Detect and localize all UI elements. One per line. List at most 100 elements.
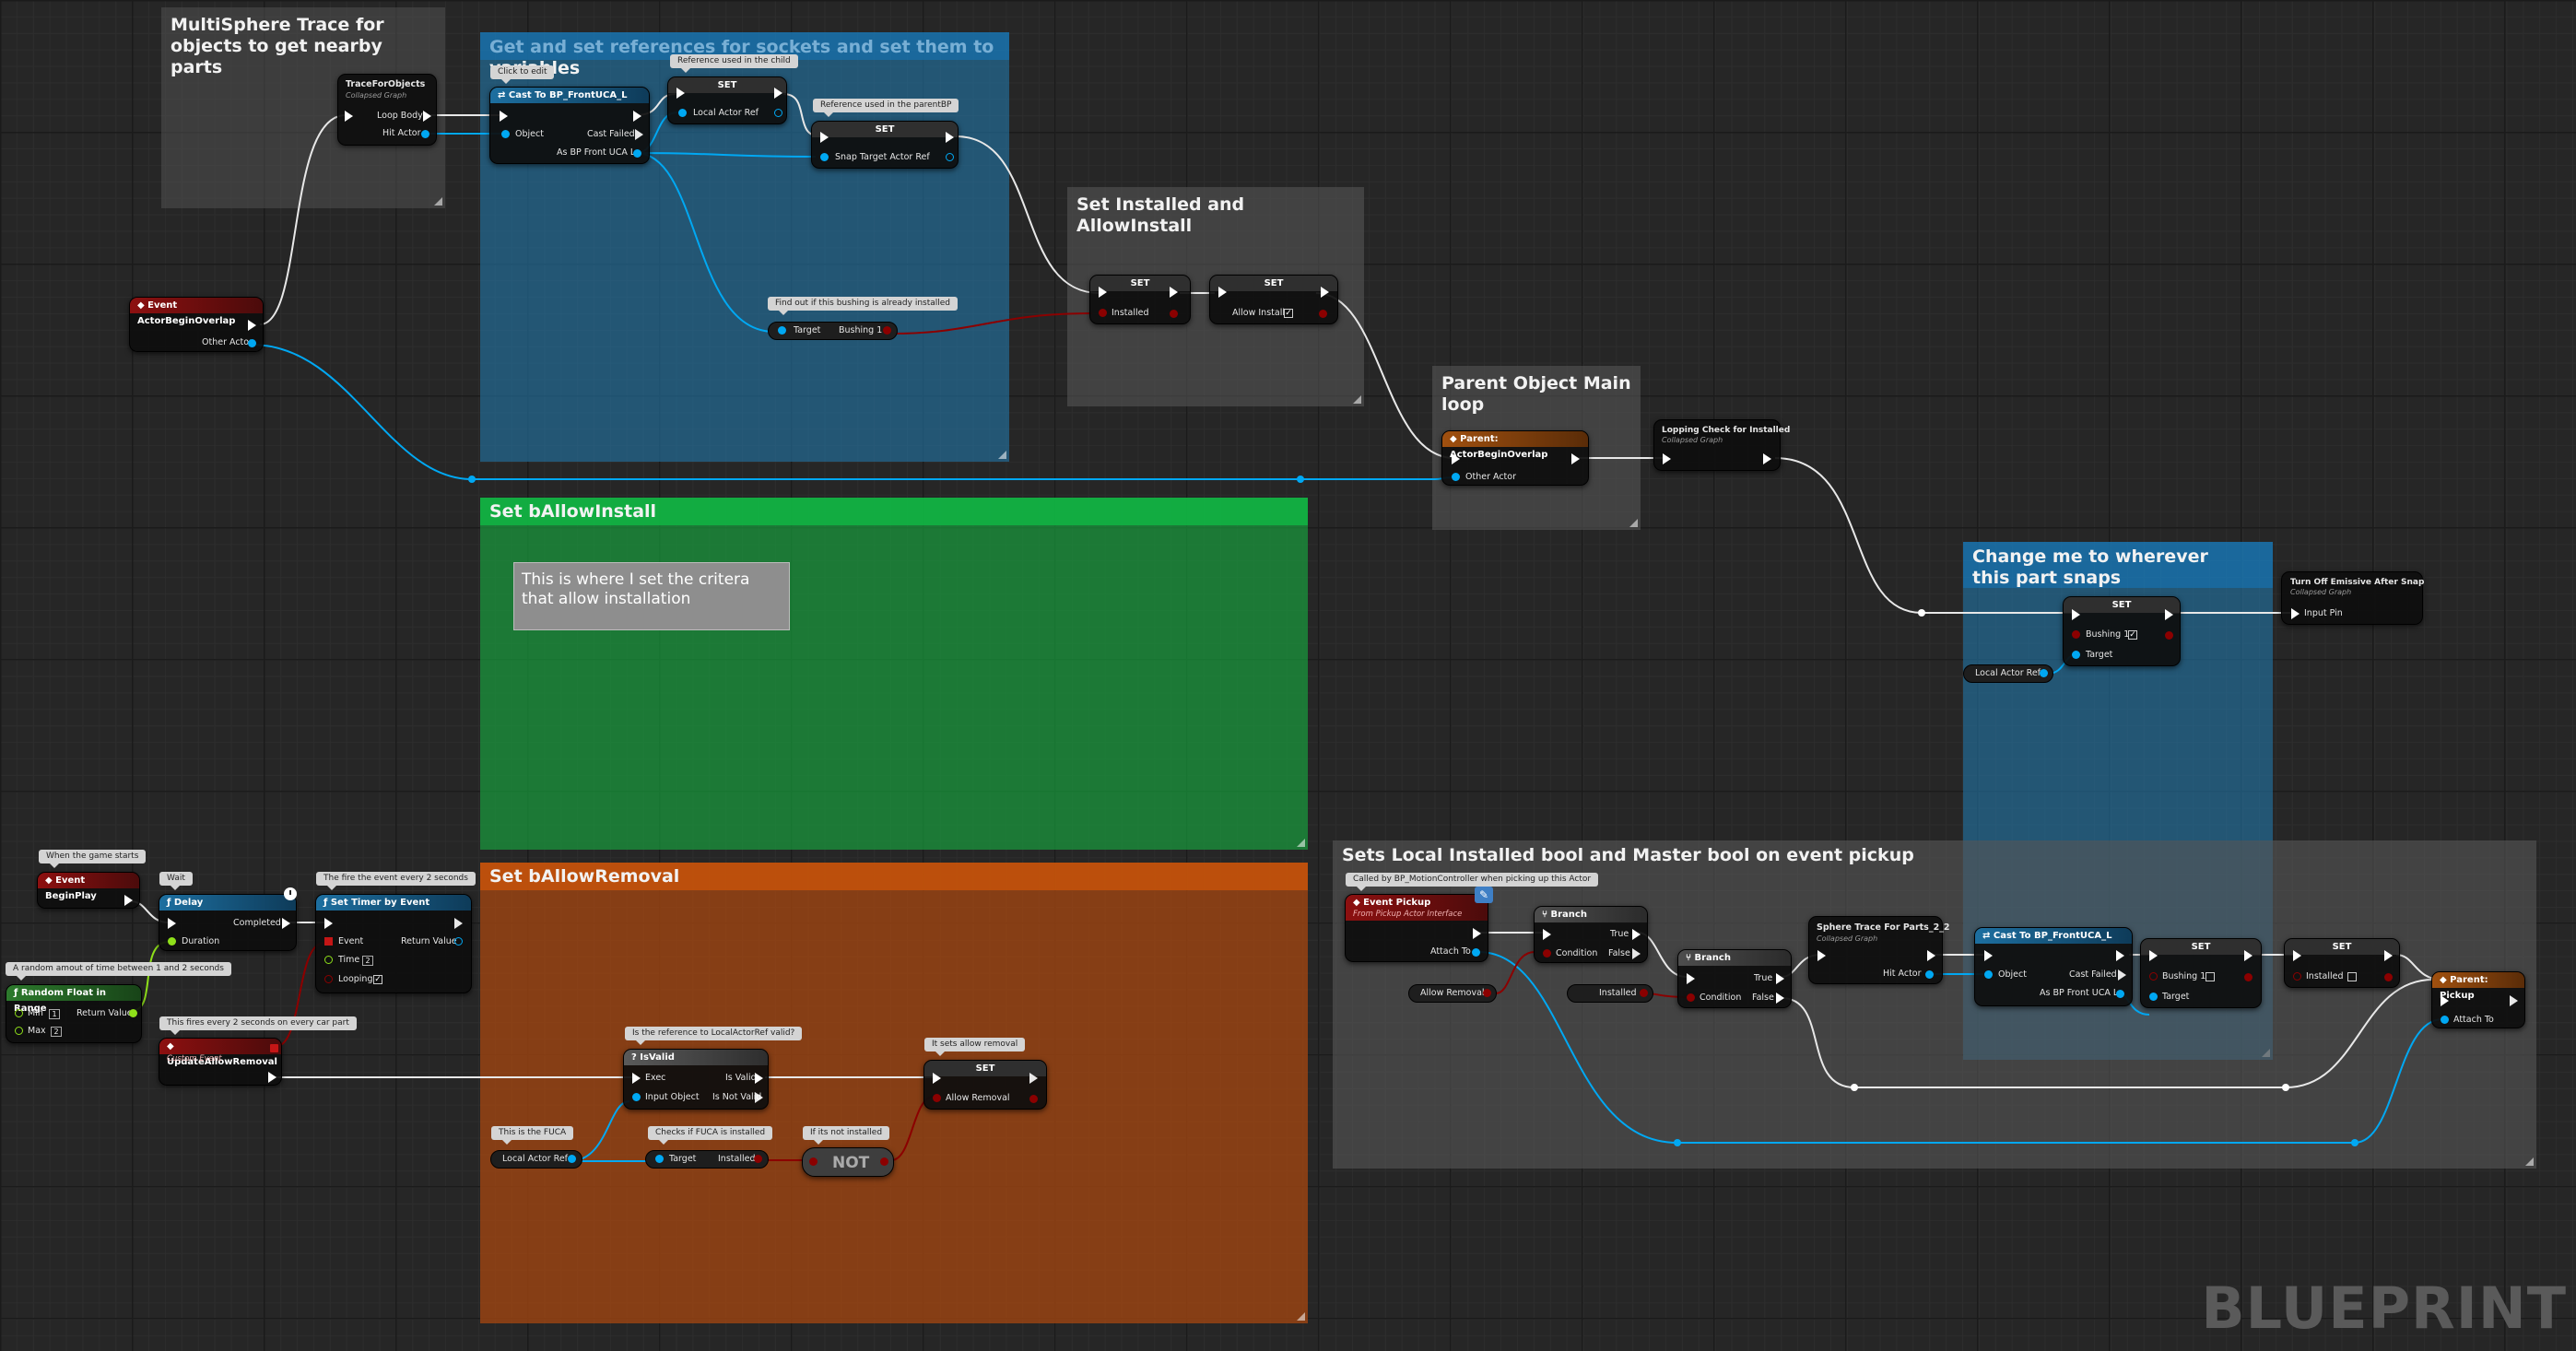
false-exec-pin[interactable]	[1776, 993, 1784, 1004]
resize-grip-icon[interactable]	[1297, 839, 1305, 847]
snap-target-pin[interactable]	[820, 153, 829, 161]
comment-bubble-if-not-installed[interactable]: If its not installed	[803, 1126, 890, 1145]
installed-out-pin[interactable]	[754, 1155, 762, 1163]
local-actor-ref-out-pin[interactable]	[568, 1155, 576, 1163]
exec-out-pin[interactable]	[124, 895, 133, 906]
resize-grip-icon[interactable]	[2525, 1157, 2534, 1166]
node-looping-check-installed[interactable]: Lopping Check for Installed Collapsed Gr…	[1653, 419, 1790, 471]
true-exec-pin[interactable]	[1776, 973, 1784, 984]
node-set-bushing-1[interactable]: SET Bushing 1 ✓ Target	[2063, 596, 2181, 666]
installed-out-pin[interactable]	[1170, 310, 1178, 318]
exec-out-pin[interactable]	[1029, 1073, 1038, 1084]
comment-bubble-ref-parent[interactable]: Reference used in the parentBP	[813, 99, 959, 117]
is-valid-exec-pin[interactable]	[755, 1073, 763, 1084]
node-set-snap-target-actor-ref[interactable]: SET Snap Target Actor Ref	[811, 121, 959, 169]
exec-in-pin[interactable]	[933, 1073, 941, 1084]
node-not-boolean[interactable]: NOT	[802, 1147, 894, 1177]
exec-in-pin[interactable]	[1099, 287, 1107, 298]
allow-removal-out-pin[interactable]	[1483, 989, 1491, 997]
object-pin[interactable]	[1984, 970, 1993, 979]
min-pin[interactable]	[15, 1009, 23, 1017]
comment-bubble-sets-allow-removal[interactable]: It sets allow removal	[924, 1038, 1026, 1056]
comment-pickup[interactable]: Sets Local Installed bool and Master boo…	[1333, 840, 2536, 1169]
loop-body-exec-pin[interactable]	[423, 111, 431, 122]
allow-removal-out-pin[interactable]	[1029, 1095, 1038, 1103]
target-pin[interactable]	[2072, 651, 2080, 659]
exec-out-pin[interactable]	[2116, 950, 2124, 961]
node-update-allow-removal[interactable]: ◆ UpdateAllowRemoval Custom Event	[159, 1038, 282, 1086]
local-actor-ref-pin[interactable]	[678, 109, 687, 117]
comment-bubble-random-amount[interactable]: A random amout of time between 1 and 2 s…	[6, 962, 231, 981]
installed-out-pin[interactable]	[1640, 989, 1648, 997]
local-actor-ref-out-pin[interactable]	[2040, 669, 2048, 677]
min-value-field[interactable]: 1	[49, 1009, 60, 1019]
node-get-bushing-1[interactable]: Target Bushing 1	[768, 322, 898, 340]
exec-out-pin[interactable]	[1927, 950, 1935, 961]
node-is-valid[interactable]: ? IsValid Exec Is Valid Input Object Is …	[623, 1049, 769, 1110]
not-input-pin[interactable]	[809, 1157, 817, 1166]
node-set-allow-install[interactable]: SET Allow Install ✓	[1209, 275, 1338, 324]
duration-pin[interactable]	[168, 937, 176, 946]
resize-grip-icon[interactable]	[998, 451, 1006, 459]
comment-bubble-is-ref-valid[interactable]: Is the reference to LocalActorRef valid?	[625, 1027, 803, 1045]
node-get-installed[interactable]: Target Installed	[645, 1150, 769, 1169]
hit-actor-pin[interactable]	[1925, 970, 1934, 979]
resize-grip-icon[interactable]	[1353, 395, 1361, 404]
not-output-pin[interactable]	[880, 1157, 888, 1166]
installed-pin[interactable]	[1099, 309, 1107, 317]
attach-to-pin[interactable]	[2441, 1016, 2449, 1024]
exec-out-pin[interactable]	[454, 918, 463, 929]
target-pin[interactable]	[778, 326, 786, 335]
exec-in-pin[interactable]	[1687, 973, 1695, 984]
exec-in-pin[interactable]	[1663, 453, 1671, 464]
bushing-1-out-pin[interactable]	[2165, 631, 2173, 640]
return-value-pin[interactable]	[129, 1009, 137, 1017]
node-set-local-actor-ref[interactable]: SET Local Actor Ref	[667, 76, 787, 124]
bushing-1-checkbox[interactable]	[2205, 972, 2215, 981]
exec-out-pin[interactable]	[2510, 995, 2518, 1006]
delegate-out-pin[interactable]	[270, 1044, 278, 1052]
attach-to-pin[interactable]	[1472, 948, 1480, 957]
node-parent-pickup[interactable]: ◆ Parent: Pickup Attach To	[2431, 971, 2525, 1028]
as-bp-front-uca-pin[interactable]	[2116, 990, 2124, 998]
exec-in-pin[interactable]	[345, 111, 353, 122]
exec-in-pin[interactable]	[1543, 929, 1551, 940]
other-actor-pin[interactable]	[248, 339, 256, 347]
false-exec-pin[interactable]	[1632, 948, 1641, 959]
comment-bubble-checks-installed[interactable]: Checks if FUCA is installed	[648, 1126, 773, 1145]
other-actor-pin[interactable]	[1452, 473, 1460, 481]
resize-grip-icon[interactable]	[1629, 519, 1638, 527]
node-set-bushing-1-pickup[interactable]: SET Bushing 1 Target	[2140, 938, 2262, 1008]
node-cast-to-bp-frontuca-l-2[interactable]: ⇄ Cast To BP_FrontUCA_L Object Cast Fail…	[1974, 927, 2133, 1006]
exec-out-pin[interactable]	[1321, 287, 1329, 298]
snap-target-out-pin[interactable]	[946, 153, 954, 161]
exec-in-pin[interactable]	[2441, 995, 2449, 1006]
bushing-1-pin[interactable]	[2072, 630, 2080, 639]
exec-in-pin[interactable]	[2149, 950, 2158, 961]
node-branch-2[interactable]: ⑂ Branch True Condition False	[1677, 949, 1792, 1008]
completed-exec-pin[interactable]	[282, 918, 290, 929]
exec-in-pin[interactable]	[2293, 950, 2301, 961]
exec-in-pin[interactable]	[1218, 287, 1227, 298]
exec-out-pin[interactable]	[774, 88, 782, 99]
condition-pin[interactable]	[1543, 949, 1551, 957]
resize-grip-icon[interactable]	[1297, 1312, 1305, 1321]
installed-out-pin[interactable]	[2384, 973, 2393, 981]
exec-in-pin[interactable]	[820, 132, 829, 143]
exec-out-pin[interactable]	[268, 1072, 276, 1083]
exec-in-pin[interactable]	[2072, 609, 2080, 620]
cast-failed-pin[interactable]	[2118, 969, 2126, 981]
exec-out-pin[interactable]	[946, 132, 954, 143]
event-delegate-pin[interactable]	[324, 937, 333, 946]
comment-bubble-wait[interactable]: Wait	[159, 872, 193, 890]
exec-in-pin[interactable]	[676, 88, 685, 99]
exec-in-pin[interactable]	[1984, 950, 1993, 961]
node-event-pickup[interactable]: ◆ Event Pickup From Pickup Actor Interfa…	[1345, 894, 1488, 962]
return-value-pin[interactable]	[454, 937, 463, 946]
installed-pin[interactable]	[2293, 972, 2301, 981]
input-object-pin[interactable]	[632, 1093, 641, 1101]
node-get-local-actor-ref[interactable]: Local Actor Ref	[1963, 664, 2053, 683]
exec-out-pin[interactable]	[1473, 928, 1481, 939]
exec-in-pin[interactable]	[324, 918, 333, 929]
